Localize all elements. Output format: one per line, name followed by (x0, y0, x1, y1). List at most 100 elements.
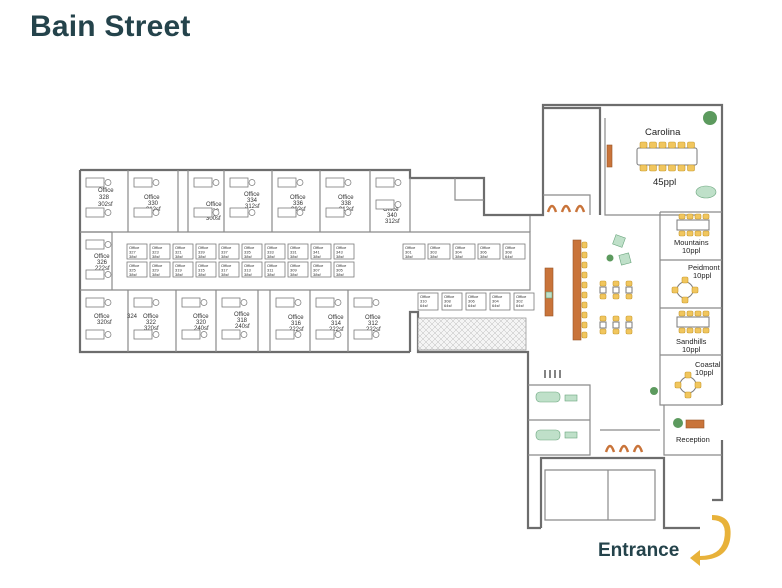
lounge-chair-icon (612, 234, 626, 248)
desk-icon (315, 297, 335, 308)
pod-number: 310 (420, 299, 427, 304)
office-number: 320 (196, 320, 207, 326)
chair-icon (599, 293, 607, 300)
chair-icon (372, 331, 380, 338)
plant-icon (703, 111, 717, 125)
pod-number: 301 (405, 250, 412, 255)
pod-number: 315 (198, 268, 205, 273)
coastal-capacity: 10ppl (695, 368, 714, 377)
stool-icon (581, 301, 588, 309)
restroom-fixture-icon (535, 429, 561, 441)
pod-number: 308 (444, 299, 451, 304)
pod-area: 38sf (405, 254, 413, 259)
office-area: 320sf (144, 326, 159, 332)
chair-icon (104, 299, 112, 306)
peidmont-name: Peidmont (688, 263, 721, 272)
desk-icon (275, 297, 295, 308)
desk-icon (221, 329, 241, 340)
office-area: 312sf (146, 207, 161, 213)
pod-area: 38sf (221, 254, 229, 259)
chair-icon (658, 164, 667, 172)
office-left: Office 326 222sf (94, 254, 110, 272)
mountains-table (676, 219, 710, 231)
chair-icon (686, 213, 694, 220)
cafe-table (612, 321, 620, 329)
pod-number: 303 (430, 250, 437, 255)
chair-icon (612, 315, 620, 322)
chair-icon (678, 310, 686, 317)
chair-icon (152, 209, 160, 216)
chair-icon (639, 164, 648, 172)
pod-number: 308 (505, 250, 512, 255)
pod-label: Office (175, 263, 186, 268)
office-area: 240sf (235, 324, 250, 330)
chair-icon (296, 179, 304, 186)
pod-label: Office (175, 245, 186, 250)
desk-icon (85, 297, 105, 308)
office-label: Office (328, 315, 344, 321)
chair-icon (294, 299, 302, 306)
desk-icon (277, 207, 297, 218)
stool-icon (581, 241, 588, 249)
office-number: 312 (368, 321, 379, 327)
entrance-arrow-icon (690, 515, 731, 566)
desk-icon (353, 329, 373, 340)
chair-icon (681, 296, 689, 304)
pod-area: 38sf (152, 272, 160, 277)
chair-icon (104, 179, 112, 186)
pod-number: 311 (267, 268, 274, 273)
pod-label: Office (336, 263, 347, 268)
pod-area: 38sf (336, 272, 344, 277)
pod-number: 309 (290, 268, 297, 273)
lower-space (544, 469, 656, 521)
pod-label: Office (221, 245, 232, 250)
chair-icon (649, 164, 657, 172)
stool-icon (581, 321, 588, 329)
chair-icon (668, 164, 676, 172)
chair-icon (678, 230, 686, 237)
cafe-table (625, 321, 633, 329)
pod-number: 321 (175, 250, 182, 255)
office-number: 324 (127, 314, 138, 320)
chair-icon (612, 328, 620, 335)
pod-area: 64sf (420, 303, 428, 308)
pod-area: 38sf (244, 272, 252, 277)
pod-area: 38sf (267, 254, 275, 259)
office-area: 302sf (98, 202, 113, 208)
pod-label: Office (290, 245, 301, 250)
chair-icon (104, 241, 112, 248)
office-label: Office (338, 195, 354, 201)
pod-area: 64sf (505, 254, 513, 259)
office-number: 326 (97, 260, 108, 266)
pod-area: 38sf (336, 254, 344, 259)
chair-icon (212, 179, 220, 186)
chair-icon (212, 209, 220, 216)
chair-icon (394, 201, 402, 208)
chair-icon (344, 179, 352, 186)
chair-icon (599, 280, 607, 287)
pod-number: 337 (221, 250, 228, 255)
outer-walls (78, 103, 724, 530)
pod-area: 38sf (244, 254, 252, 259)
desk-icon (353, 297, 373, 308)
office-area: 222sf (95, 266, 110, 272)
desk-icon (275, 329, 295, 340)
office-label: Office (383, 207, 399, 213)
middle-block-walls (409, 178, 484, 232)
desk-icon (133, 329, 153, 340)
